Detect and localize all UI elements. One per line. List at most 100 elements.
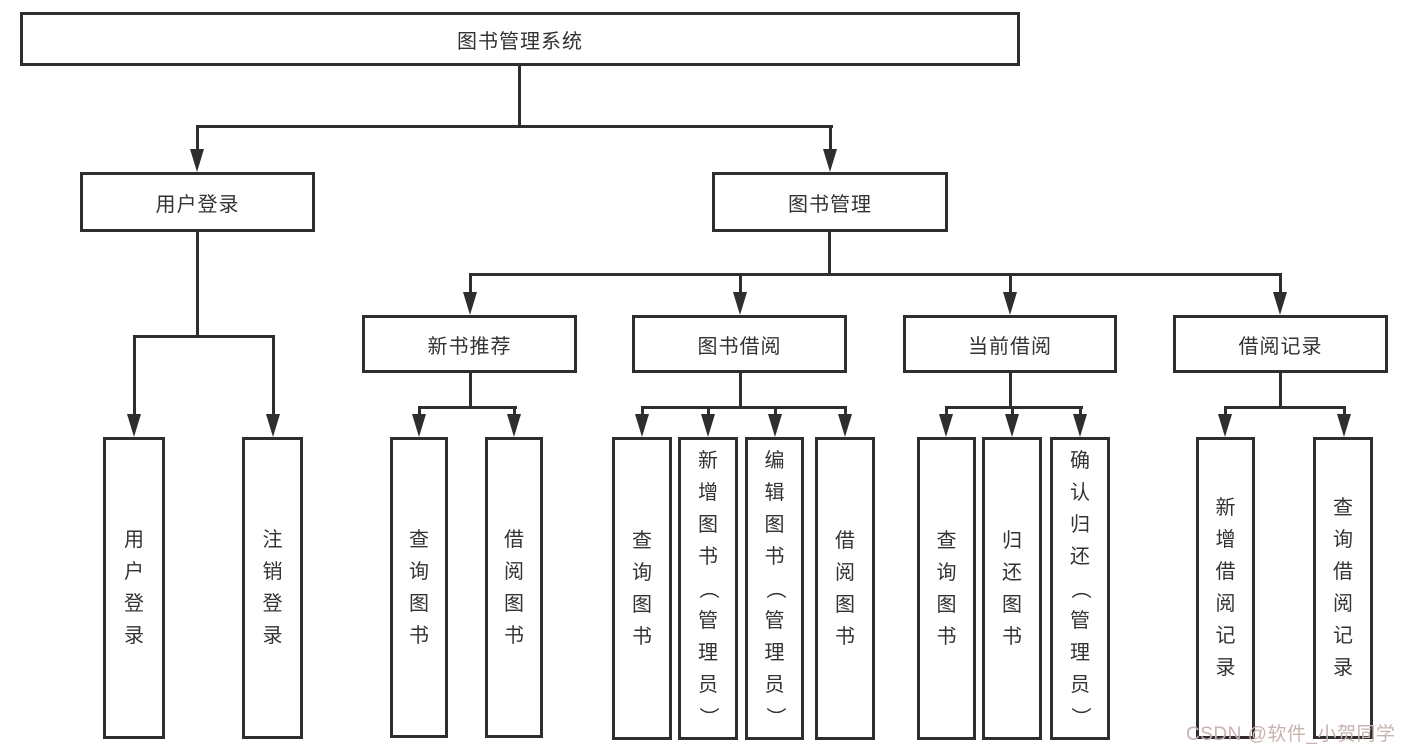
node-new-book-recommend: 新书推荐 xyxy=(362,315,577,373)
leaf-label-char: 新 xyxy=(1215,497,1236,519)
arrowhead-down xyxy=(127,414,141,437)
connector-vline xyxy=(518,66,521,126)
leaf-label-char: 阅 xyxy=(1333,593,1353,615)
arrowhead-down xyxy=(1003,292,1017,315)
leaf-label-char: 书 xyxy=(1002,625,1022,648)
leaf-label-char: 确 xyxy=(1070,449,1090,472)
connector-hline xyxy=(945,406,1083,409)
connector-vline xyxy=(844,406,847,415)
leaf-label-char: 新 xyxy=(698,449,718,472)
leaf-label-char: 询 xyxy=(632,561,652,584)
node-library-system: 图书管理系统 xyxy=(20,12,1020,66)
connector-hline xyxy=(133,335,275,338)
node-label: 借阅记录 xyxy=(1238,335,1323,358)
arrowhead-down xyxy=(838,414,852,437)
leaf-edit-book-admin: 编辑图书（管理员） xyxy=(745,437,804,740)
node-label: 图书借阅 xyxy=(697,335,782,358)
leaf-label-char: 书 xyxy=(504,624,524,647)
leaf-label-char: （ xyxy=(697,578,719,599)
connector-vline xyxy=(707,406,710,415)
leaf-label-char: ） xyxy=(763,706,786,727)
connector-vline xyxy=(1279,273,1282,294)
connector-vline xyxy=(1009,373,1012,407)
connector-vline xyxy=(196,232,199,336)
leaf-logout: 注销登录 xyxy=(242,437,303,739)
connector-hline xyxy=(418,406,517,409)
leaf-borrow-books: 借阅图书 xyxy=(815,437,875,740)
arrowhead-down xyxy=(1005,414,1019,437)
leaf-query-books-borrow: 查询图书 xyxy=(612,437,672,740)
leaf-label-char: ） xyxy=(697,706,719,727)
node-label: 图书管理 xyxy=(788,193,872,216)
connector-vline xyxy=(1343,406,1346,415)
leaf-label-char: 管 xyxy=(764,609,785,632)
connector-vline xyxy=(196,125,199,152)
connector-vline xyxy=(1224,406,1227,415)
leaf-label-char: 户 xyxy=(124,561,144,583)
leaf-add-book-admin: 新增图书（管理员） xyxy=(678,437,738,740)
arrowhead-down xyxy=(266,414,280,437)
leaf-label-char: 图 xyxy=(409,592,429,615)
leaf-label-char: 员 xyxy=(764,673,785,696)
connector-vline xyxy=(133,335,136,416)
leaf-label-char: 书 xyxy=(764,545,785,568)
leaf-label-char: 查 xyxy=(1333,497,1353,519)
leaf-label-char: 录 xyxy=(1333,657,1353,679)
leaf-label-char: 还 xyxy=(1002,561,1022,584)
leaf-label-char: 借 xyxy=(504,528,524,551)
leaf-confirm-return-admin: 确认归还（管理员） xyxy=(1050,437,1110,740)
leaf-label-char: 记 xyxy=(1333,625,1353,647)
leaf-label-char: 图 xyxy=(504,592,524,615)
leaf-label-char: 员 xyxy=(698,673,718,696)
connector-vline xyxy=(829,125,832,152)
leaf-label-char: 销 xyxy=(262,561,283,583)
node-user-login: 用户登录 xyxy=(80,172,315,232)
connector-vline xyxy=(1079,406,1082,415)
leaf-label-char: 查 xyxy=(936,529,957,552)
arrowhead-down xyxy=(1337,414,1351,437)
connector-vline xyxy=(1279,373,1282,407)
leaf-label-char: 登 xyxy=(124,593,144,615)
leaf-label-char: 书 xyxy=(936,625,957,648)
leaf-query-books-recommend: 查询图书 xyxy=(390,437,448,738)
leaf-label-char: 图 xyxy=(835,593,855,616)
connector-vline xyxy=(739,273,742,294)
leaf-label-char: 用 xyxy=(124,529,144,551)
leaf-label-char: 编 xyxy=(764,449,785,472)
arrowhead-down xyxy=(1218,414,1232,437)
connector-vline xyxy=(469,273,472,294)
leaf-label-char: 管 xyxy=(1070,609,1090,632)
connector-vline xyxy=(774,406,777,415)
arrowhead-down xyxy=(823,149,837,172)
leaf-borrow-books-recommend: 借阅图书 xyxy=(485,437,543,738)
node-current-borrow: 当前借阅 xyxy=(903,315,1117,373)
leaf-label-char: 还 xyxy=(1070,545,1090,568)
leaf-label-char: 归 xyxy=(1070,513,1090,536)
leaf-label-char: 录 xyxy=(124,625,144,647)
leaf-label-char: 注 xyxy=(262,529,283,551)
leaf-label-char: ） xyxy=(1069,706,1091,727)
connector-hline xyxy=(196,125,833,128)
leaf-label-char: 书 xyxy=(632,625,652,648)
leaf-label-char: 归 xyxy=(1002,529,1022,552)
arrowhead-down xyxy=(1073,414,1087,437)
leaf-label-char: 书 xyxy=(698,545,718,568)
leaf-label-char: 记 xyxy=(1215,625,1236,647)
connector-hline xyxy=(641,406,847,409)
leaf-label-char: 登 xyxy=(262,593,283,615)
connector-hline xyxy=(469,273,1282,276)
leaf-label-char: 辑 xyxy=(764,481,785,504)
leaf-label-char: 阅 xyxy=(504,560,524,583)
leaf-label-char: 询 xyxy=(1333,529,1353,551)
arrowhead-down xyxy=(463,292,477,315)
arrowhead-down xyxy=(939,414,953,437)
leaf-add-borrow-record: 新增借阅记录 xyxy=(1196,437,1255,739)
leaf-label-char: 借 xyxy=(1333,561,1353,583)
node-book-management: 图书管理 xyxy=(712,172,948,232)
leaf-label-char: 阅 xyxy=(835,561,855,584)
leaf-label-char: 书 xyxy=(835,625,855,648)
leaf-label-char: 查 xyxy=(409,528,429,551)
connector-vline xyxy=(272,335,275,416)
node-label: 新书推荐 xyxy=(427,335,512,358)
leaf-label-char: 书 xyxy=(409,624,429,647)
